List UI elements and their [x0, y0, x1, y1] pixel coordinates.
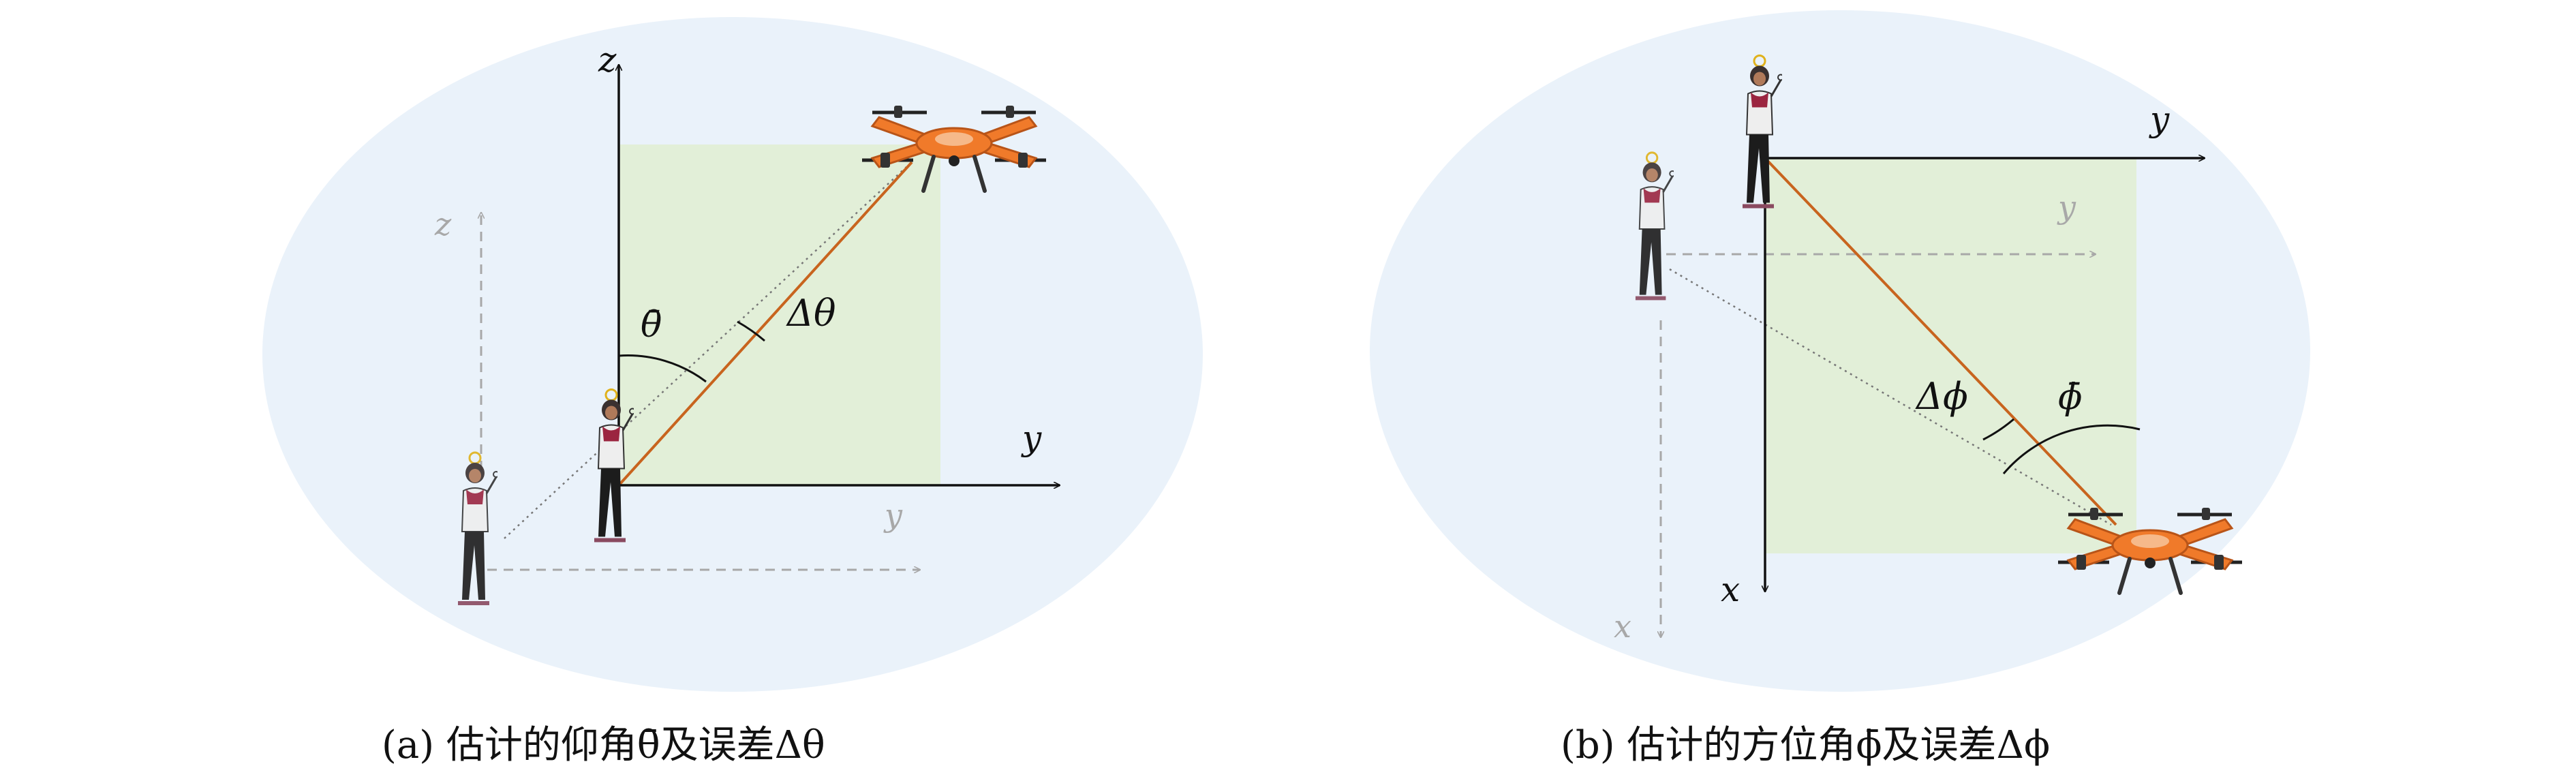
panel-b-phi-label: ϕ̄	[2058, 377, 2082, 418]
panel-a-theta-label: θ̄	[641, 305, 662, 346]
panel-a-dtheta-label: Δθ	[786, 292, 836, 335]
panel-b-x-label: x	[1721, 570, 1740, 609]
panel-b-ghost-x-label: x	[1614, 608, 1631, 645]
panel-a-ghost-y-label: y	[883, 497, 903, 534]
panel-a-caption: (a) 估计的仰角θ̄及误差Δθ	[382, 723, 825, 767]
panel-a-plane	[619, 144, 940, 485]
panel-b-ghost-y-label: y	[2057, 189, 2076, 226]
panel-b-dphi-label: Δϕ	[1915, 375, 1968, 418]
panel-a-true-line	[617, 161, 913, 487]
panel-a-ghost-z-label: z	[434, 206, 452, 243]
panel-b-y-label: y	[2149, 100, 2170, 139]
panel-a-dtheta-arc	[737, 320, 765, 342]
panel-b-caption: (b) 估计的方位角ϕ̄及误差Δϕ	[1561, 723, 2050, 767]
panel-b-phi-arc	[2002, 424, 2141, 474]
panel-a-theta-arc	[618, 354, 707, 383]
panel-b-dphi-arc	[1982, 418, 2014, 441]
panel-a-y-label: y	[1021, 418, 1042, 458]
panel-b-estimate-line	[1669, 268, 2112, 526]
panel-a-z-label: z	[598, 40, 617, 80]
panel-a: z y z y θ̄ Δθ (a) 估计的仰角θ̄及误差Δθ	[262, 17, 1203, 767]
panel-b-true-line	[1764, 157, 2117, 526]
panel-b: y x y x ϕ̄ Δϕ (b) 估计的方位角ϕ̄及误差Δϕ	[1370, 10, 2310, 767]
